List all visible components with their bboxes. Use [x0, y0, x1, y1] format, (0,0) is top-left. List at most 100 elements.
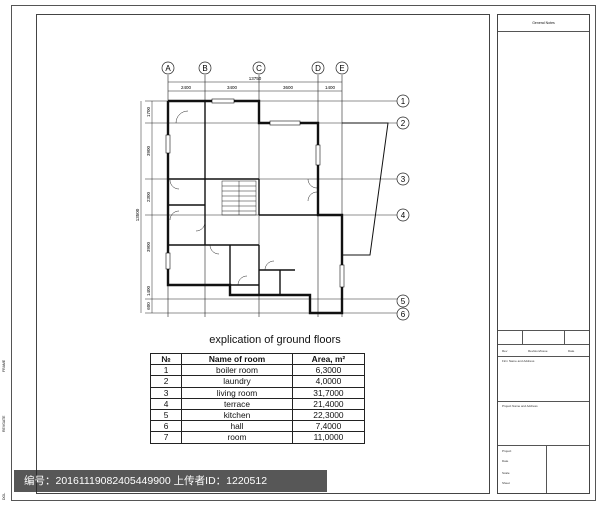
- rev-label: Rev: [502, 349, 508, 353]
- axis-marker-5: [396, 294, 410, 308]
- room-name: kitchen: [181, 408, 293, 422]
- room-number: 4: [149, 397, 183, 410]
- dim-left-3: 2300: [146, 191, 151, 202]
- left-dimensions: 13500 1700 3900 2300 3900 1400 600: [135, 106, 151, 309]
- dim-total-top: 13750: [249, 76, 262, 81]
- axis-marker-a: [161, 61, 175, 75]
- title-block: General Notes Rev Revision/Issue Date Fi…: [497, 14, 590, 494]
- room-area: 4,0000: [291, 375, 366, 388]
- axis-letter-c: C: [256, 64, 262, 73]
- tb-divider: [498, 445, 547, 493]
- grid-lines: [145, 75, 398, 317]
- sheet-label: Sheet: [502, 481, 510, 485]
- dim-total-left: 13500: [135, 208, 140, 221]
- axis-letter-markers: A B C D E: [161, 61, 349, 75]
- tb-line: [498, 344, 589, 345]
- axis-number-1: 1: [401, 97, 406, 106]
- axis-letter-b: B: [202, 64, 207, 73]
- axis-marker-4: [396, 208, 410, 222]
- project-label: Project: [502, 449, 512, 453]
- dim-top-3: 3600: [283, 85, 294, 90]
- room-number: 7: [149, 431, 183, 444]
- axis-letter-e: E: [339, 64, 344, 73]
- firm-label: Firm Name and Address: [502, 359, 535, 363]
- margin-label-frame: FRAME: [2, 359, 6, 372]
- stairs: [221, 180, 257, 216]
- tb-divider: [564, 330, 565, 344]
- col-number-header: №: [149, 352, 183, 366]
- table-row: 5 kitchen 22,3000: [149, 408, 366, 422]
- dim-top-2: 3400: [227, 85, 238, 90]
- general-notes-label: General Notes: [498, 15, 589, 32]
- table-row: 3 living room 31,7000: [149, 386, 366, 399]
- axis-number-4: 4: [401, 211, 406, 220]
- axis-letter-d: D: [315, 64, 321, 73]
- room-area: 7,4000: [291, 420, 366, 433]
- room-area: 22,3000: [291, 408, 366, 422]
- col-name-header: Name of room: [181, 352, 293, 366]
- tb-divider: [522, 330, 523, 344]
- room-area: 21,4000: [291, 397, 366, 410]
- top-dimensions: 13750 2400 3400 3600 1400: [181, 76, 336, 90]
- room-area: 11,0000: [291, 431, 366, 444]
- axis-marker-e: [335, 61, 349, 75]
- dim-left-6: 600: [146, 302, 151, 310]
- date-label: Date: [568, 349, 575, 353]
- axis-marker-c: [252, 61, 266, 75]
- room-name: living room: [181, 386, 293, 399]
- col-area-header: Area, m²: [291, 352, 366, 366]
- dim-left-2: 3900: [146, 145, 151, 156]
- room-name: hall: [181, 420, 293, 433]
- tb-line: [498, 356, 589, 357]
- table-row: 2 laundry 4,0000: [149, 375, 366, 388]
- revision-issue-label: Revision/Issue: [528, 349, 548, 353]
- tb-line: [498, 445, 589, 446]
- room-name: boiler room: [181, 364, 293, 377]
- dim-top-1: 2400: [181, 85, 192, 90]
- room-name: laundry: [181, 375, 293, 388]
- door-swings: [169, 110, 318, 286]
- plan-caption: explication of ground floors: [209, 334, 341, 346]
- table-row: 6 hall 7,4000: [149, 420, 366, 433]
- room-number: 2: [149, 375, 183, 388]
- axis-number-2: 2: [401, 119, 406, 128]
- left-dimension-chain: [140, 101, 153, 313]
- axis-marker-b: [198, 61, 212, 75]
- drawing-frame: [36, 14, 490, 494]
- date-small-label: Date: [502, 459, 509, 463]
- tb-line: [498, 330, 589, 331]
- room-name: room: [181, 431, 293, 444]
- project-name-label: Project Name and Address: [502, 404, 538, 408]
- table-row: 7 room 11,0000: [149, 431, 366, 444]
- axis-number-6: 6: [401, 310, 406, 319]
- dim-left-1: 1700: [146, 106, 151, 117]
- top-dimension-chain: [168, 81, 342, 92]
- dim-top-4: 1400: [325, 85, 336, 90]
- table-row: 1 boiler room 6,3000: [149, 364, 366, 377]
- room-explication-table: № Name of room Area, m² 1 boiler room 6,…: [149, 352, 366, 444]
- margin-label-revgate: REVGATE: [2, 415, 6, 432]
- room-area: 6,3000: [291, 364, 366, 377]
- room-number: 1: [149, 364, 183, 377]
- axis-number-markers: 1 2 3 4 5 6: [396, 94, 410, 321]
- tb-line: [498, 401, 589, 402]
- room-number: 3: [149, 386, 183, 399]
- room-number: 5: [149, 408, 183, 422]
- axis-marker-6: [396, 307, 410, 321]
- interior-walls: [168, 101, 318, 295]
- dim-left-4: 3900: [146, 241, 151, 252]
- floor-plan: A B C D E 1 2 3 4 5 6 13750 2 4: [135, 61, 410, 321]
- room-number: 6: [149, 420, 183, 433]
- dim-left-5: 1400: [146, 285, 151, 296]
- exterior-walls: [166, 99, 344, 315]
- watermark-bar: 编号：20161119082405449900 上传者ID：1220512: [14, 470, 327, 492]
- axis-marker-d: [311, 61, 325, 75]
- axis-marker-2: [396, 116, 410, 130]
- axis-marker-1: [396, 94, 410, 108]
- room-name: terrace: [181, 397, 293, 410]
- axis-letter-a: A: [165, 64, 171, 73]
- room-area: 31,7000: [291, 386, 366, 399]
- margin-label-dol: DOL: [2, 492, 6, 500]
- windows: [165, 98, 345, 288]
